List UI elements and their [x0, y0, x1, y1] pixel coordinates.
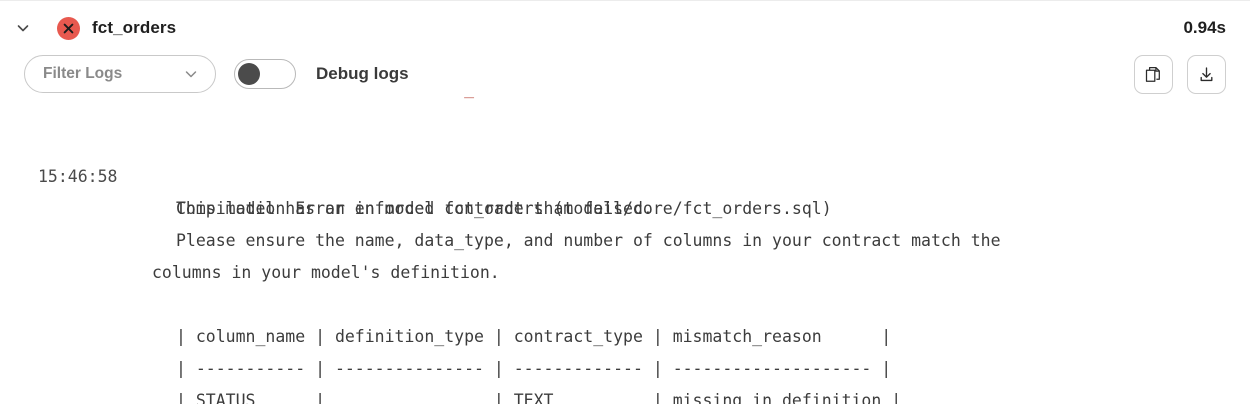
log-message: Compilation Error in model fct_orders (m… — [176, 199, 832, 218]
log-message: This model has an enforced contract that… — [176, 199, 653, 218]
debug-logs-toggle[interactable] — [234, 59, 296, 89]
log-table-cell-row: | STATUS | | TEXT | missing in definitio… — [176, 391, 902, 404]
log-output[interactable]: Database Error in model fct_orders 15:46… — [0, 97, 1250, 404]
log-header: fct_orders 0.94s — [0, 1, 1250, 55]
toggle-knob — [238, 63, 260, 85]
log-toolbar: Filter Logs Debug logs — [0, 51, 1250, 97]
log-table-row: | STATUS | | TEXT | missing in definitio… — [0, 353, 1250, 404]
error-x-circle-icon — [57, 16, 80, 40]
copy-logs-button[interactable] — [1134, 54, 1173, 94]
log-line: columns in your model's definition. — [0, 225, 1250, 321]
log-line: 15:46:58 Compilation Error in model fct_… — [0, 129, 1250, 257]
download-icon — [1197, 65, 1216, 84]
log-table-header: | column_name | definition_type | contra… — [176, 327, 892, 346]
log-message: Please ensure the name, data_type, and n… — [176, 231, 1001, 250]
log-table-row: | column_name | definition_type | contra… — [0, 289, 1250, 385]
copy-icon — [1144, 65, 1163, 84]
debug-logs-label: Debug logs — [316, 64, 409, 83]
collapse-toggle-button[interactable] — [8, 13, 38, 43]
log-line: Please ensure the name, data_type, and n… — [0, 193, 1250, 289]
log-table-divider: | ----------- | --------------- | ------… — [176, 359, 892, 378]
elapsed-time: 0.94s — [1183, 18, 1226, 37]
filter-logs-label: Filter Logs — [43, 65, 123, 82]
log-timestamp: 15:46:58 — [38, 167, 118, 186]
clipped-log-line: Database Error in model fct_orders — [176, 97, 534, 105]
chevron-down-icon — [17, 22, 29, 34]
log-line: This model has an enforced contract that… — [0, 161, 1250, 257]
filter-logs-select[interactable]: Filter Logs — [24, 55, 216, 93]
chevron-down-icon — [185, 68, 197, 80]
log-table-row: | ----------- | --------------- | ------… — [0, 321, 1250, 404]
log-message: columns in your model's definition. — [152, 263, 500, 282]
page-title: fct_orders — [92, 18, 177, 37]
download-logs-button[interactable] — [1187, 54, 1226, 94]
